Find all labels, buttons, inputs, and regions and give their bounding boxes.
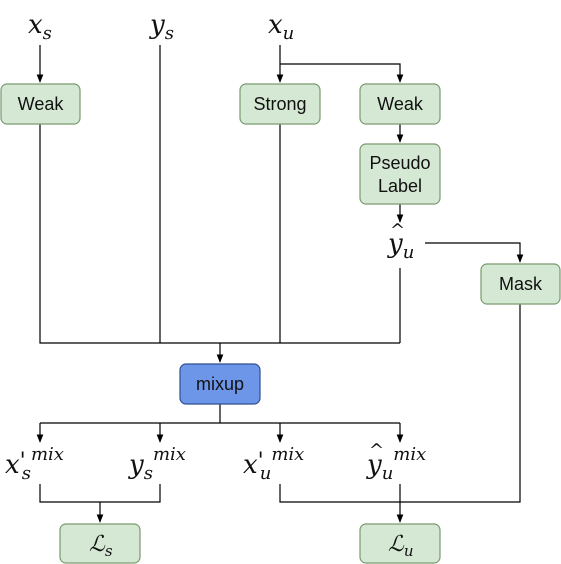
pseudo-label-box: Pseudo Label <box>359 143 441 205</box>
loss-u-label: ℒu <box>388 532 414 560</box>
wire-yhat-to-mask <box>425 242 524 263</box>
xu-mix: x'umix <box>243 444 304 484</box>
xs-mix: x'smix <box>5 444 64 484</box>
strong-label: Strong <box>253 94 306 114</box>
mask-label: Mask <box>499 274 543 294</box>
ys-mix: ysmix <box>128 444 186 484</box>
yu-mix: yumix <box>366 444 426 484</box>
strong-box: Strong <box>239 83 321 125</box>
mask-box: Mask <box>480 263 561 305</box>
wire-s-join <box>39 484 161 503</box>
loss-s-box: ℒs <box>59 523 141 564</box>
yhat-u: yu <box>387 229 414 263</box>
pseudo-label-line2: Label <box>378 176 422 196</box>
wires <box>36 45 524 523</box>
loss-s-label: ℒs <box>89 532 113 560</box>
input-xu: xu <box>268 10 294 44</box>
loss-u-box: ℒu <box>359 523 441 564</box>
weak-s-box: Weak <box>0 83 81 125</box>
weak-u-label: Weak <box>377 94 424 114</box>
pseudo-label-line1: Pseudo <box>369 153 430 173</box>
wire-xu-to-weak-u <box>280 63 404 83</box>
weak-s-label: Weak <box>18 94 65 114</box>
mixup-label: mixup <box>196 374 244 394</box>
weak-u-box: Weak <box>359 83 441 125</box>
input-xs: xs <box>28 10 52 44</box>
input-ys: ys <box>149 10 174 44</box>
wire-weak-s-merge <box>39 124 400 344</box>
yu-mix-hat: ^ <box>369 440 384 461</box>
yhat-u-hat: ^ <box>390 220 405 241</box>
mixup-box: mixup <box>179 363 261 405</box>
